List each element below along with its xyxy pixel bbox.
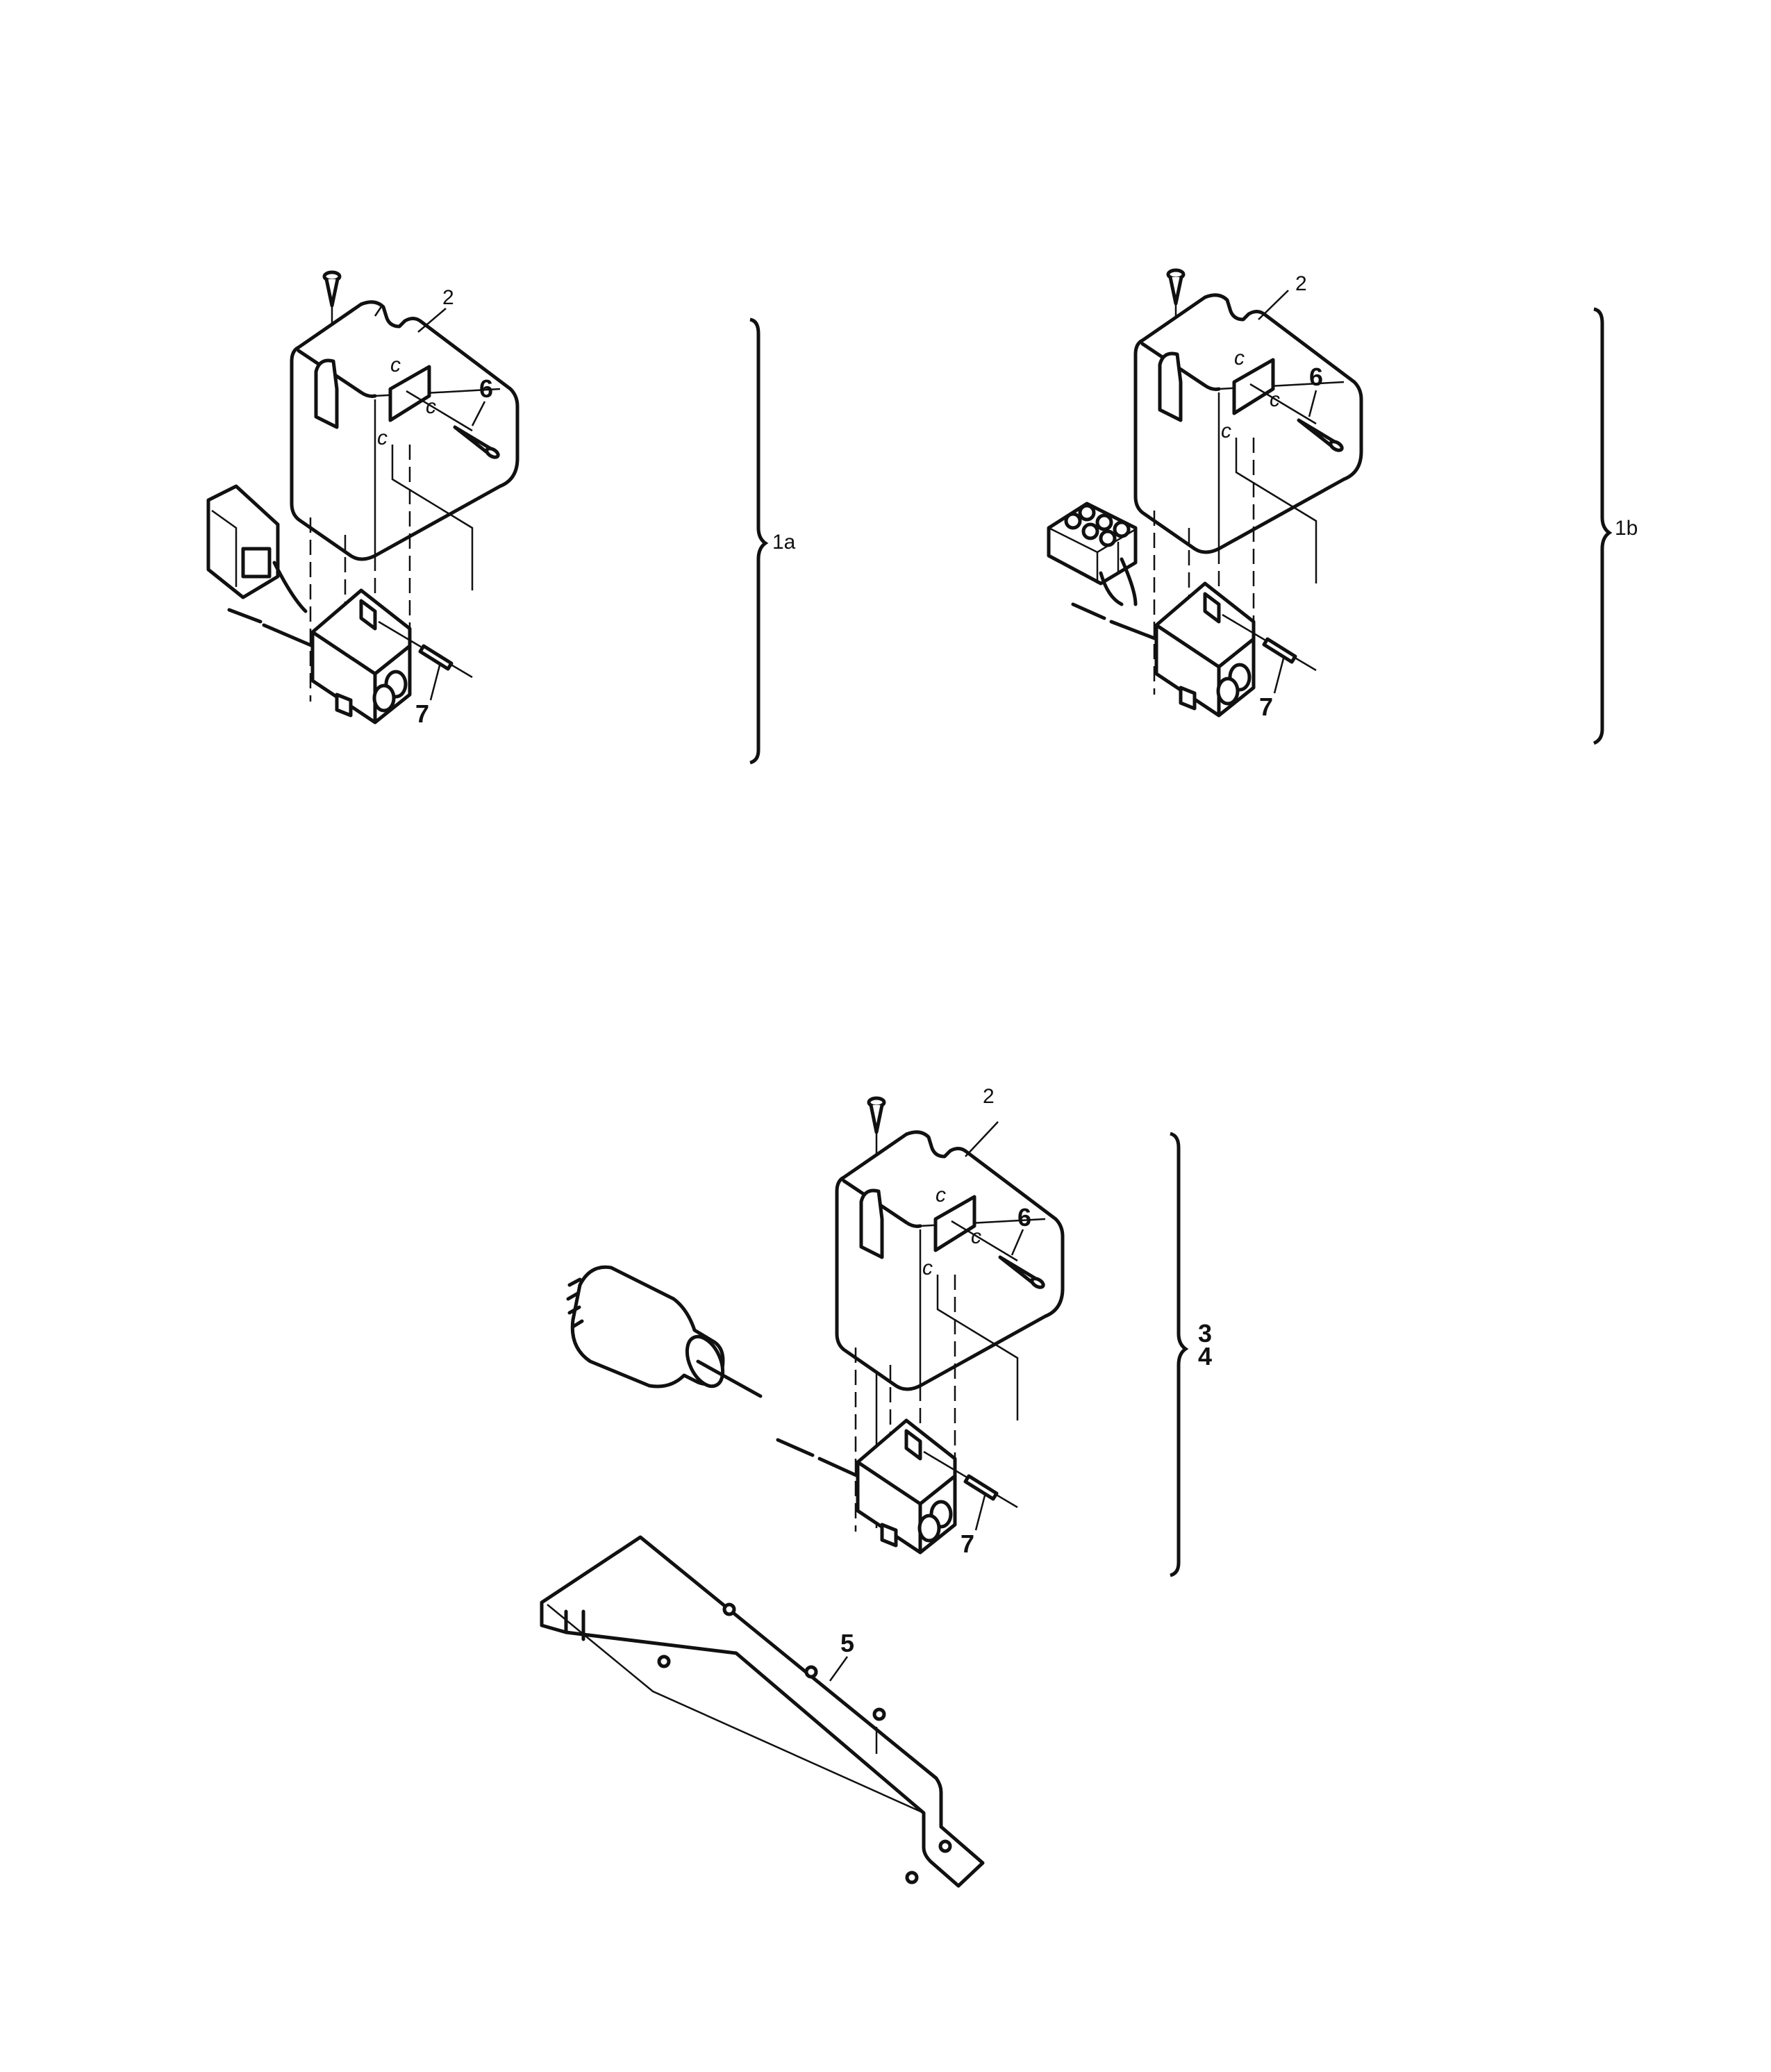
group-brace-1a [749,317,769,765]
callout-5: 5 [840,1629,854,1657]
callout-2: 2 [442,286,454,309]
anchor-7-icon [1262,637,1297,664]
mounting-bracket-part-5 [540,1535,985,1888]
svg-text:c: c [936,1184,946,1207]
side-screw-6-icon [1297,418,1344,452]
callout-7: 7 [1259,693,1273,721]
assembly-1a: c c c 2 6 [206,270,796,765]
anchor-7-icon [418,644,454,671]
callout-6: 6 [1309,363,1323,391]
group-label-4: 4 [1198,1342,1212,1370]
callout-6: 6 [479,374,493,403]
cover-part-2: c c c [290,300,519,561]
callout-2: 2 [983,1085,995,1108]
top-screw-icon [322,270,342,308]
side-screw-6-icon [453,425,500,459]
svg-text:c: c [377,426,388,449]
assembly-1b: c c c 2 6 7 [1047,268,1638,745]
cover-part-2: c c c [835,1130,1065,1391]
cover-part-2: c c c [1133,293,1363,554]
switch-body [856,1418,957,1555]
side-screw-6-icon [998,1255,1045,1289]
callout-2: 2 [1295,272,1307,295]
top-screw-icon [867,1096,886,1134]
svg-text:c: c [1221,420,1231,442]
top-screw-icon [1166,268,1186,306]
svg-text:c: c [1234,347,1245,370]
group-brace-3-4 [1170,1132,1189,1577]
assembly-3-4: c c c [540,1085,1212,1888]
group-label-1a: 1a [772,531,796,554]
group-brace-1b [1593,307,1613,745]
callout-7: 7 [961,1530,974,1558]
multipin-plug-icon [206,484,280,599]
callout-6: 6 [1017,1203,1031,1232]
terminal-block-icon [1047,502,1138,586]
group-label-3: 3 [1198,1319,1212,1348]
switch-body [1154,581,1256,718]
round-plug-icon [566,1265,763,1398]
anchor-7-icon [963,1474,999,1501]
group-label-1b: 1b [1615,517,1638,540]
svg-text:c: c [922,1257,933,1279]
svg-text:c: c [390,354,401,376]
callout-7: 7 [415,699,429,728]
switch-body [310,588,412,724]
